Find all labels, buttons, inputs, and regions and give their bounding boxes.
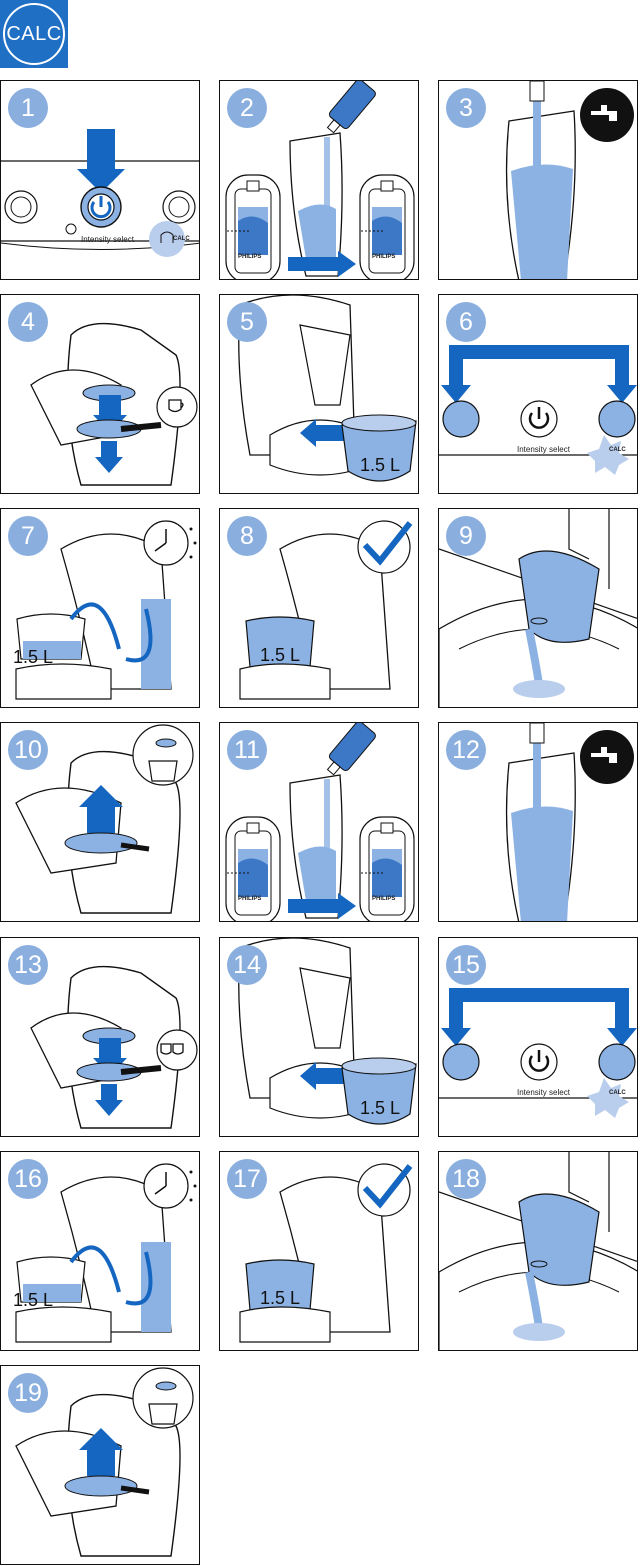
step-panel-9: 9 (438, 508, 638, 708)
step-number: 4 (8, 302, 48, 342)
volume-label: 1.5 L (360, 455, 401, 475)
step-panel-18: 18 (438, 1151, 638, 1351)
step-number: 1 (8, 88, 48, 128)
step-panel-5: 5 1.5 L (219, 294, 419, 494)
trash-bin-icon (15, 724, 194, 914)
bowl-icon (238, 938, 417, 1125)
bowl-icon (238, 295, 417, 482)
step-number: 15 (446, 945, 486, 985)
calc-small-label: CALC (173, 236, 190, 242)
step-number: 6 (446, 302, 486, 342)
brand-label: PHILIPS (372, 254, 396, 260)
volume-label: 1.5 L (260, 1288, 301, 1308)
step-panel-17: 17 1.5 L (219, 1151, 419, 1351)
step-number: 7 (8, 516, 48, 556)
brand-label: PHILIPS (238, 896, 262, 902)
step-number: 14 (227, 945, 267, 985)
calc-badge: CALC (0, 0, 68, 68)
brand-label: PHILIPS (238, 254, 262, 260)
step-number: 5 (227, 302, 267, 342)
step-panel-14: 14 1.5 L (219, 937, 419, 1137)
volume-label: 1.5 L (260, 645, 301, 665)
tap-icon (505, 81, 634, 279)
step-number: 16 (8, 1159, 48, 1199)
cup-buttons-icon (439, 345, 637, 475)
step-panel-11: 11 PHILIPS PHILIPS (219, 722, 419, 922)
step-panel-16: 16 1.5 L (0, 1151, 200, 1351)
step-panel-10: 10 (0, 722, 200, 922)
step-panel-6: 6 Intensity select CALC (438, 294, 638, 494)
step-number: 17 (227, 1159, 267, 1199)
intensity-select-label: Intensity select (81, 235, 134, 244)
volume-label: 1.5 L (360, 1098, 401, 1118)
timer-icon (15, 1163, 197, 1343)
checkmark-icon (239, 520, 413, 700)
descaler-bottle-icon (225, 723, 415, 921)
step-panel-1: 1 Intensity select CALC (0, 80, 200, 280)
calc-small-label: CALC (609, 1090, 626, 1096)
one-cup-icon (30, 322, 198, 486)
step-number: 2 (227, 88, 267, 128)
intensity-select-label: Intensity select (517, 1088, 570, 1097)
step-panel-2: 2 PHILIPS PHILIPS (219, 80, 419, 280)
two-cups-icon (30, 965, 198, 1129)
step-number: 8 (227, 516, 267, 556)
tap-icon (505, 723, 634, 921)
intensity-select-label: Intensity select (517, 445, 570, 454)
trash-bin-icon (15, 1367, 194, 1557)
step-panel-13: 13 (0, 937, 200, 1137)
calc-badge-label: CALC (3, 3, 65, 65)
power-button-icon (1, 129, 199, 257)
step-panel-12: 12 (438, 722, 638, 922)
step-panel-7: 7 1.5 L (0, 508, 200, 708)
timer-icon (15, 520, 197, 700)
checkmark-icon (239, 1163, 413, 1343)
volume-label: 1.5 L (13, 647, 54, 667)
brand-label: PHILIPS (372, 896, 396, 902)
step-panel-3: 3 (438, 80, 638, 280)
calc-small-label: CALC (609, 447, 626, 453)
sink-icon (439, 1152, 637, 1350)
step-panel-8: 8 1.5 L (219, 508, 419, 708)
sink-icon (439, 509, 637, 707)
cup-buttons-icon (439, 988, 637, 1118)
step-number: 11 (227, 730, 267, 770)
step-panel-4: 4 (0, 294, 200, 494)
step-number: 12 (446, 730, 486, 770)
step-panel-15: 15 Intensity select CALC (438, 937, 638, 1137)
volume-label: 1.5 L (13, 1290, 54, 1310)
step-number: 3 (446, 88, 486, 128)
step-number: 13 (8, 945, 48, 985)
descaler-bottle-icon (225, 81, 415, 279)
step-number: 19 (8, 1373, 48, 1413)
step-number: 9 (446, 516, 486, 556)
step-panel-19: 19 (0, 1365, 200, 1565)
step-number: 10 (8, 730, 48, 770)
step-number: 18 (446, 1159, 486, 1199)
